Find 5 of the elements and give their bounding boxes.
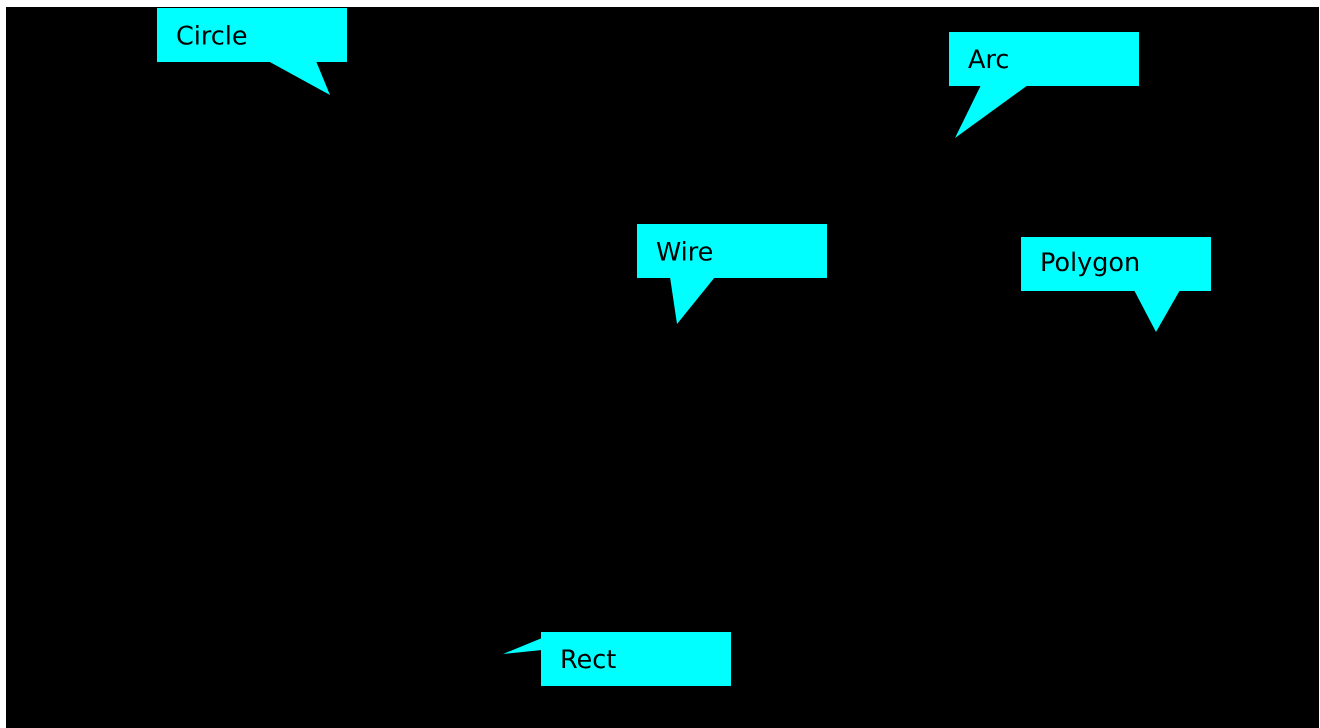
callout-box: Wire [637, 224, 827, 324]
callout-box: Arc [949, 32, 1139, 138]
callout-box: Polygon [1021, 237, 1211, 332]
callout-box: Circle [157, 8, 347, 95]
callout-box: Rect [503, 632, 731, 686]
